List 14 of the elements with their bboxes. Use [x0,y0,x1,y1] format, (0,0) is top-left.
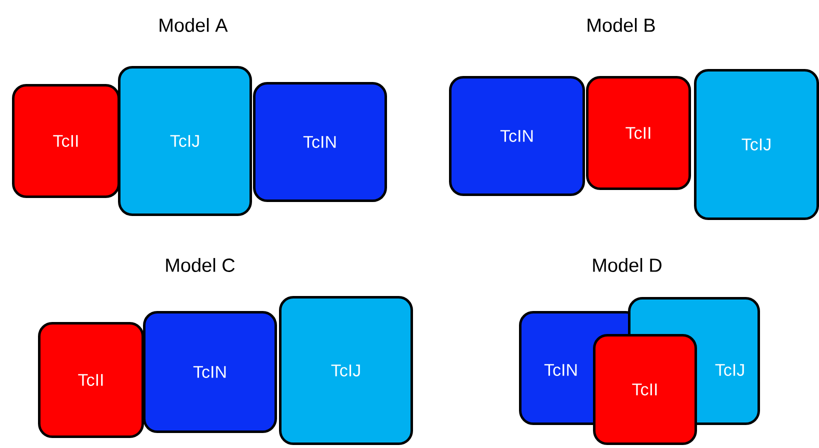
protein-box: TcII [12,84,120,198]
protein-box: TcIN [253,82,387,202]
protein-box: TcII [586,76,691,190]
protein-box: TcII [38,322,144,438]
model-title: Model B [588,18,655,32]
protein-box: TcII [593,334,697,445]
protein-box: TcIN [143,311,277,433]
model-title: Model D [593,258,662,272]
model-title: Model A [160,18,228,32]
protein-box: TcIJ [694,69,819,220]
protein-box: TcIJ [279,296,413,445]
protein-box: TcIN [449,76,585,196]
protein-box: TcIJ [118,66,252,216]
model-title: Model C [166,258,235,272]
